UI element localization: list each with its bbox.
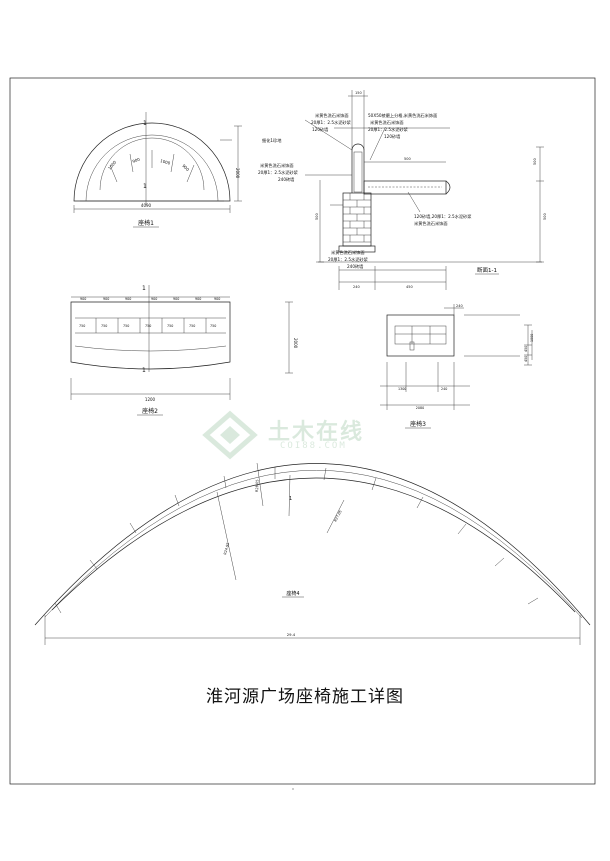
section11-dim-height-left: 500 [315,213,319,220]
watermark-logo-icon [202,410,258,460]
watermark-text: 土木在线 [268,420,365,445]
plan1-drawing [73,112,242,213]
plan2-seat-2: 750 [101,324,107,328]
plan1-section-mark-top: 1 [143,120,147,127]
plan4-drawing [34,462,591,645]
section11-dim-top: 150 [355,91,362,95]
section11-drawing [304,90,544,290]
plan1-dim-height: 2000 [235,168,240,179]
plan2-seat-3: 750 [123,324,129,328]
plan3-dim-width-b: 240 [441,387,447,391]
section11-note-12: 120砂墙,20厚1：2.5水泥砂浆 [414,213,472,220]
plan2-top-dim-4: 900 [151,297,157,301]
section11-note-14: 米黄色洗石米饰面 [331,249,365,256]
plan3-dim-total: 2080 [416,406,424,410]
plan1-seat-label-1: 1000 [107,159,118,170]
plan3-dim-top: 240 [456,304,463,308]
plan3-dim-height-a: 1000 [530,334,534,342]
plan2-seat-1: 750 [79,324,85,328]
plan1-label: 座椅1 [138,219,154,227]
plan2-top-dim-6: 900 [195,297,201,301]
plan2-dim-width: 1200 [145,397,156,402]
plan2-seat-7: 750 [210,324,216,328]
section11-note-10: 20厚1：2.5水泥砂浆 [258,169,299,176]
section11-label: 断面1-1 [477,266,497,274]
watermark: 土木在线 COI88.COM [200,410,430,460]
plan4-label: 座椅4 [286,590,299,597]
section11-note-13: 米黄色洗石米饰面 [414,220,448,227]
plan3-dim-width-a: 1300 [398,387,406,391]
plan2-top-dim-3: 900 [125,297,131,301]
section11-dim-base-left: 240 [353,285,360,289]
section11-note-5: 米黄色洗石米饰面 [370,119,404,126]
section11-note-6: 20厚1：2.5水泥砂浆 [368,126,409,133]
plan3-dim-height-b: 450 [524,346,528,352]
section11-note-7: 120砂墙 [384,133,400,140]
plan3-drawing [380,304,533,410]
section11-dim-slab: 500 [404,157,411,161]
section11-note-1: 米黄色洗石米饰面 [315,112,349,119]
plan4-radius-1: R28.05 [255,479,259,492]
plan1-seat-label-4: 900 [181,163,190,172]
section11-note-16: 240砖墙 [347,263,363,270]
plan2-top-dim-7: 900 [214,297,220,301]
plan3-dim-height-c: 450 [524,356,528,362]
sheet-border [9,77,596,785]
plan2-section-mark-bottom: 1 [142,367,146,374]
section11-dim-height-right: 500 [543,213,547,220]
section11-dim-bottom: 500 [533,158,537,165]
section11-note-11: 240砖墙 [278,176,294,183]
plan1-seat-label-2: 900 [132,156,141,163]
drawing-title: 淮河源广场座椅施工详图 [206,687,404,707]
section11-note-4: 50X50棱磨上分格,米黄色洗石米饰面 [368,112,437,119]
plan2-top-dim-1: 900 [80,297,86,301]
plan2-drawing [70,285,293,400]
plan2-top-dim-2: 900 [103,297,109,301]
plan3-label: 座椅3 [410,420,426,428]
plan1-section-mark-bottom: 1 [143,183,147,190]
section11-note-3: 120砂墙 [312,126,328,133]
section11-note-2: 20厚1：2.5水泥砂浆 [311,119,352,126]
plan1-dim-width: 4090 [141,203,152,208]
plan2-top-dim-5: 900 [173,297,179,301]
sheet-speck [292,788,294,790]
plan2-seat-6: 750 [189,324,195,328]
section11-note-15: 20厚1：2.5水泥砂浆 [328,256,369,263]
plan4-radius-3: R27.05 [333,510,342,523]
plan2-label: 座椅2 [142,407,158,415]
plan2-dim-height: 2000 [293,338,298,349]
plan4-dim-chord: 29.4 [287,632,296,637]
watermark-sub: COI88.COM [280,441,347,451]
plan1-seat-label-3: 1000 [160,158,172,166]
plan4-radius-2: R24.95 [223,542,230,555]
plan2-section-mark-top: 1 [142,285,146,292]
plan4-section-mark: 1 [289,496,292,502]
section11-dim-base-right: 450 [406,285,413,289]
section11-note-9: 米黄色洗石米饰面 [260,162,294,169]
plan2-seat-5: 750 [167,324,173,328]
section11-note-8: 细化1珍地 [262,137,282,144]
plan2-seat-4: 750 [145,324,151,328]
